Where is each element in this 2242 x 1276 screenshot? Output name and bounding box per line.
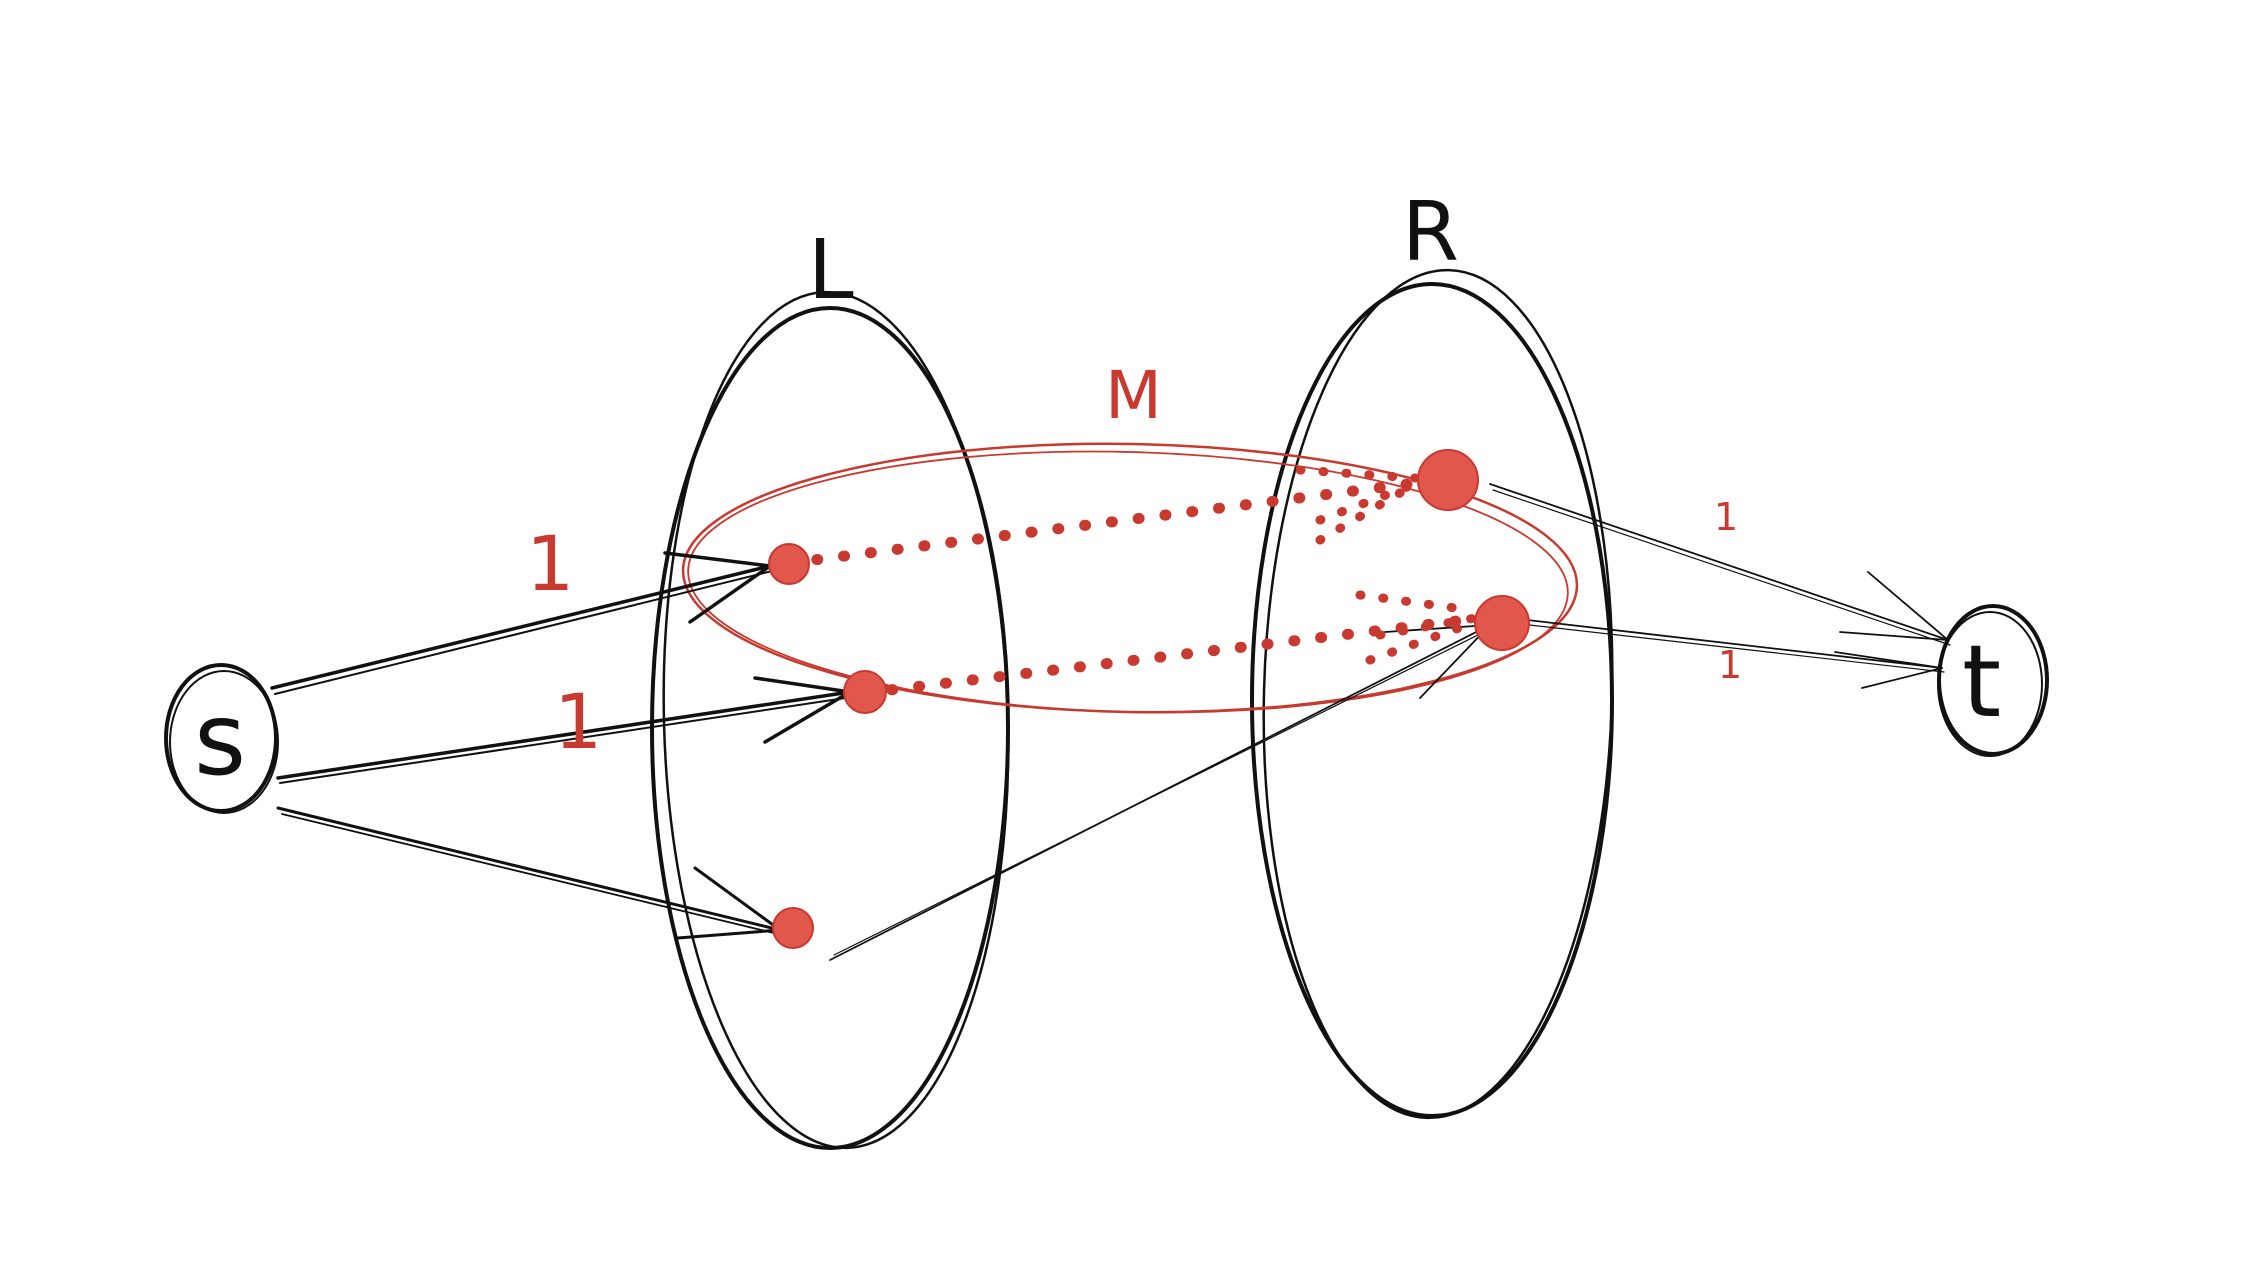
matching-edge-l2-r2-tail: [1355, 590, 1480, 665]
edge-s-l1: [270, 564, 772, 690]
matching-edge-l1-r1: [784, 474, 1446, 569]
left-set-ellipse: [650, 306, 1010, 1150]
source-edges: [270, 551, 853, 940]
source-node: s: [164, 663, 279, 814]
source-node-circle-sketch: [169, 670, 279, 814]
edge-l3-r2: [829, 624, 1493, 961]
capacity-label-r1-t: 1: [1714, 495, 1738, 539]
edge-s-l2: [276, 690, 852, 780]
left-set: L: [650, 223, 1010, 1150]
matching-edge-l2-r2: [859, 611, 1496, 699]
edge-r2-t-arrowhead: [1834, 651, 1943, 689]
sink-node: t: [1937, 604, 2049, 757]
capacity-labels: 1 1 1 1: [526, 495, 1742, 766]
edge-s-l3: [276, 806, 782, 932]
edge-r1-t-sketch: [1492, 489, 1951, 646]
edge-s-l1-sketch: [274, 570, 773, 695]
left-vertex-2: [843, 670, 887, 714]
edge-s-l3-sketch: [281, 813, 783, 936]
right-vertex-2: [1474, 595, 1530, 651]
left-set-ellipse-sketch: [662, 290, 1010, 1150]
edge-r1-t: [1489, 483, 1949, 641]
capacity-label-s-l2: 1: [554, 677, 602, 766]
right-set: R: [1250, 185, 1614, 1120]
left-vertex-3: [772, 907, 814, 949]
edge-l3-r2-line-sketch: [833, 627, 1493, 956]
matching-edges: [784, 465, 1496, 699]
edge-r2-t-sketch: [1511, 622, 1945, 673]
right-vertex-1: [1417, 449, 1479, 511]
capacity-label-r2-t: 1: [1718, 643, 1742, 687]
right-set-ellipse-sketch: [1262, 268, 1614, 1120]
edge-r2-t: [1509, 617, 1943, 669]
capacity-label-s-l1: 1: [526, 519, 574, 608]
left-vertex-1: [768, 543, 810, 585]
sink-node-circle-sketch: [1937, 611, 2043, 757]
matching-ellipse-sketch: [687, 450, 1569, 714]
right-set-ellipse: [1250, 282, 1614, 1118]
sink-edges: [1489, 483, 1951, 689]
matching-label: M: [1105, 357, 1162, 434]
source-node-label: s: [194, 681, 246, 798]
edge-s-l2-sketch: [279, 696, 853, 784]
source-node-circle: [164, 663, 278, 813]
right-set-label: R: [1402, 185, 1459, 280]
sink-node-label: t: [1962, 623, 2001, 740]
matching-edge-l1-r1-tail: [1295, 465, 1420, 545]
vertices: [768, 449, 1530, 949]
matching-region: M: [681, 357, 1579, 714]
edge-r1-t-arrowhead: [1839, 571, 1949, 641]
left-set-label: L: [808, 223, 854, 318]
